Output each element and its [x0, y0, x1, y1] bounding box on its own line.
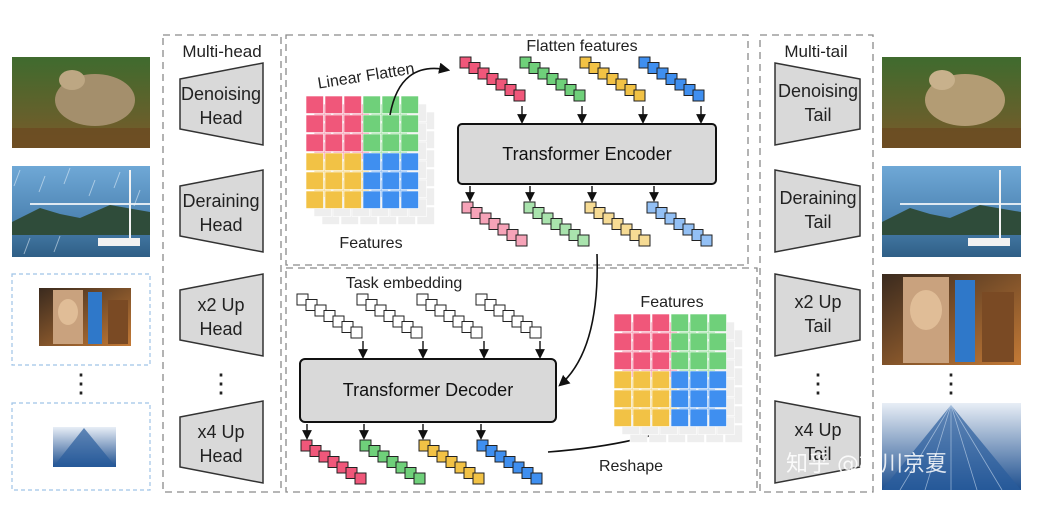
encoder-output-tokens [461, 201, 713, 247]
multi-tail-frame [759, 34, 874, 493]
deraining-head-line1: Deraining [182, 191, 259, 211]
task-embedding-token-group-2 [356, 293, 423, 339]
x4-up-head-line2: Head [199, 446, 242, 466]
decoder-output-tokens [300, 439, 543, 485]
output-ellipsis: ⋮ [938, 368, 964, 398]
output-image-x2-high-res [882, 274, 1021, 365]
flatten-feature-tokens [459, 56, 705, 102]
task-embedding-tokens [296, 293, 542, 339]
output-image-clear-bridge [882, 166, 1021, 257]
encoder-output-token-group-red [461, 201, 528, 247]
x2-up-head-line1: x2 Up [197, 295, 244, 315]
feature-layer-1 [613, 313, 727, 427]
input-images: ⋮ [11, 57, 151, 491]
encoder-to-decoder-arrow [558, 253, 599, 387]
feature-stack-top [305, 95, 435, 225]
denoising-head: Denoising Head [179, 62, 264, 146]
input-image-rainy-bridge [12, 166, 150, 257]
decoder-output-token-group-green [359, 439, 426, 485]
decoder-output-token-group-red [300, 439, 367, 485]
output-image-x4-high-res [882, 403, 1021, 491]
flatten-features-label: Flatten features [526, 38, 637, 55]
output-image-clean-bird [882, 57, 1021, 148]
multi-head-title: Multi-head [182, 42, 261, 61]
input-frame-x2 [11, 273, 151, 366]
deraining-tail-line1: Deraining [779, 188, 856, 208]
transformer-encoder-label: Transformer Encoder [502, 144, 671, 164]
task-embedding-label: Task embedding [346, 275, 463, 292]
input-frame-x4 [11, 402, 151, 491]
linear-flatten-label: Linear Flatten [316, 60, 415, 92]
watermark: 知乎 @桃川京夏 [786, 452, 947, 477]
x2-up-tail: x2 Up Tail [774, 273, 861, 357]
deraining-head-line2: Head [199, 215, 242, 235]
decoder-output-token-group-blue [476, 439, 543, 485]
deraining-tail: Deraining Tail [774, 169, 861, 253]
encoder-output-token-group-green [523, 201, 590, 247]
denoising-tail: Denoising Tail [774, 62, 861, 146]
input-image-x2-low-res [39, 288, 131, 346]
transformer-encoder [457, 123, 717, 185]
x4-up-head-line1: x4 Up [197, 422, 244, 442]
features-label-top: Features [339, 235, 402, 252]
task-embedding-token-group-3 [416, 293, 483, 339]
x2-up-head: x2 Up Head [179, 273, 264, 357]
decoder-output-arrows [302, 424, 486, 440]
flatten-token-group-red [459, 56, 526, 102]
transformer-decoder-label: Transformer Decoder [343, 380, 513, 400]
input-image-noisy-bird [12, 57, 150, 148]
multi-tail-section: Multi-tail Denoising Tail Deraining Tail… [759, 34, 874, 493]
task-embedding-token-group-1 [296, 293, 363, 339]
task-embedding-token-group-4 [475, 293, 542, 339]
denoising-tail-line2: Tail [804, 105, 831, 125]
output-images: ⋮ [882, 57, 1021, 491]
features-label-bottom: Features [640, 294, 703, 311]
encoder-output-token-group-blue [646, 201, 713, 247]
encoder-frame [285, 34, 749, 266]
denoising-head-line2: Head [199, 108, 242, 128]
x2-up-head-line2: Head [199, 319, 242, 339]
linear-flatten-arrow [389, 62, 451, 116]
head-ellipsis: ⋮ [208, 368, 234, 398]
flatten-token-group-green [519, 56, 586, 102]
x2-up-tail-line1: x2 Up [794, 292, 841, 312]
x4-up-head: x4 Up Head [179, 400, 264, 484]
tail-ellipsis: ⋮ [805, 368, 831, 398]
multi-tail-title: Multi-tail [784, 42, 847, 61]
encoder-output-arrows [465, 186, 659, 202]
deraining-tail-line2: Tail [804, 212, 831, 232]
input-image-x4-low-res [53, 427, 116, 467]
decoder-section: Task embedding Transformer Decoder Resha… [285, 253, 758, 493]
decoder-input-arrows [358, 341, 545, 359]
decoder-output-token-group-yellow [418, 439, 485, 485]
flatten-token-group-yellow [579, 56, 646, 102]
x4-up-tail-line1: x4 Up [794, 420, 841, 440]
encoder-input-arrows [517, 106, 706, 124]
denoising-tail-line1: Denoising [778, 81, 858, 101]
x4-up-tail-line2: Tail [804, 444, 831, 464]
encoder-section: Features Linear Flatten Flatten features… [285, 34, 749, 266]
reshape-label: Reshape [599, 458, 663, 475]
encoder-output-token-group-yellow [584, 201, 651, 247]
flatten-token-group-blue [638, 56, 705, 102]
deraining-head: Deraining Head [179, 169, 264, 253]
input-ellipsis: ⋮ [68, 368, 94, 398]
denoising-head-line1: Denoising [181, 84, 261, 104]
x4-up-tail: x4 Up Tail [774, 400, 861, 484]
multi-head-section: Multi-head Denoising Head Deraining Head… [162, 34, 282, 493]
transformer-decoder [299, 358, 557, 423]
feature-stack-bottom [613, 313, 743, 443]
x2-up-tail-line2: Tail [804, 316, 831, 336]
feature-layer-1 [305, 95, 419, 209]
decoder-frame [285, 267, 758, 493]
